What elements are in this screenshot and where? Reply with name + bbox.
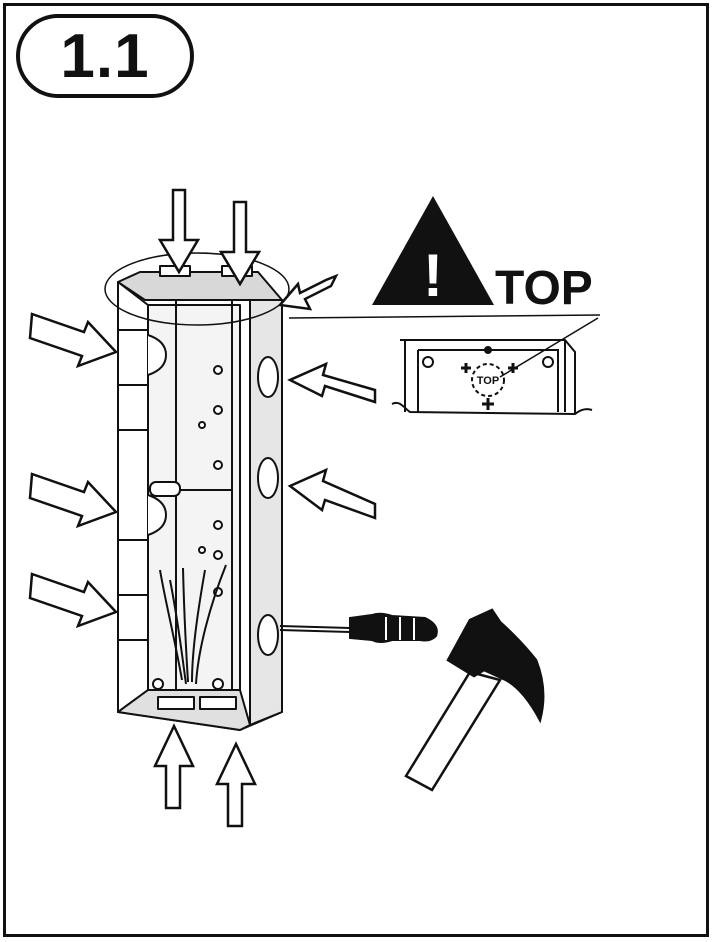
press-arrows <box>28 188 377 828</box>
warning-top-label: TOP <box>495 262 593 315</box>
arrow-top-right <box>218 200 262 287</box>
step-number: 1.1 <box>60 21 150 91</box>
arrow-left-2 <box>28 472 119 529</box>
arrow-left-3 <box>28 572 119 629</box>
flush-mount-box <box>117 265 283 731</box>
detail-leader-line <box>288 314 601 319</box>
warning-exclamation: ! <box>423 242 443 309</box>
arrow-top-left <box>157 188 201 275</box>
top-detail-inset <box>391 317 599 416</box>
arrow-right-2 <box>287 467 377 520</box>
screwdriver-icon <box>279 612 438 643</box>
step-number-badge: 1.1 <box>16 14 194 98</box>
arrow-bottom-left <box>153 723 195 810</box>
arrow-top-diagonal <box>277 273 339 311</box>
diagram-frame <box>3 3 709 937</box>
arrow-left-1 <box>28 312 119 369</box>
warning-triangle-icon <box>372 196 494 305</box>
arrow-right-1 <box>287 361 377 404</box>
warning-top-callout: ! TOP <box>372 196 593 315</box>
detail-top-label: TOP <box>477 375 499 387</box>
hammer-icon <box>404 608 545 792</box>
top-highlight-ellipse <box>104 252 290 326</box>
arrow-bottom-right <box>215 741 257 828</box>
